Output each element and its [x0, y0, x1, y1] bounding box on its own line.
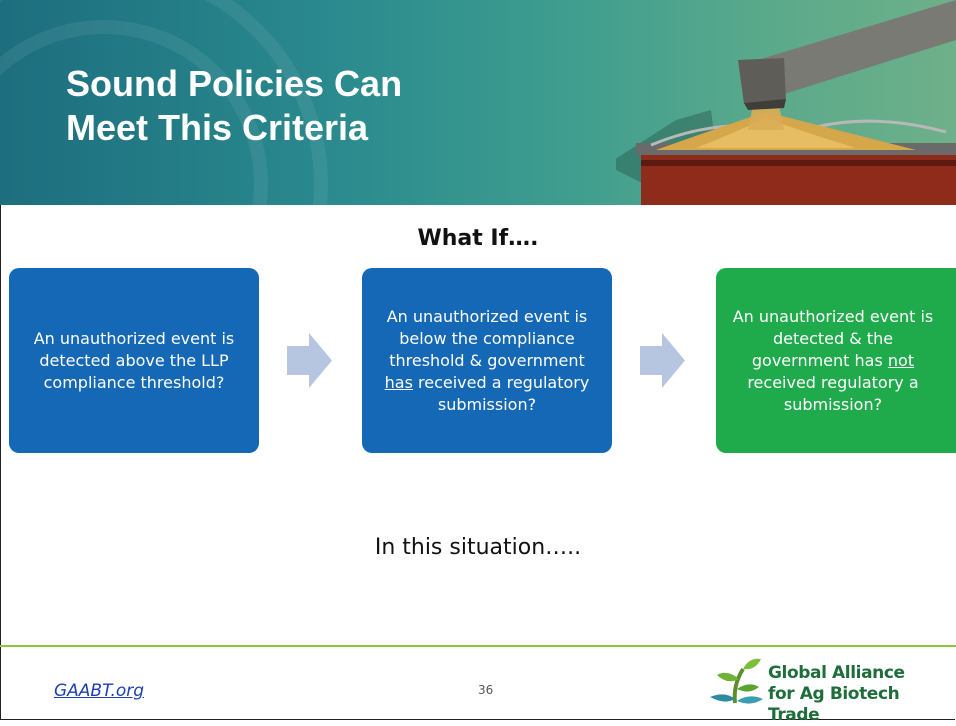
scenario-box-3: An unauthorized event is detected & the … — [716, 268, 956, 453]
scenario-box-2-text: An unauthorized event is below the compl… — [384, 306, 590, 414]
scenario-box-2: An unauthorized event is below the compl… — [362, 268, 612, 453]
gaabt-link[interactable]: GAABT.org — [54, 681, 145, 701]
title-line-2: Meet This Criteria — [66, 107, 369, 148]
grain-truck-image — [616, 0, 956, 205]
slide-title: Sound Policies Can Meet This Criteria — [66, 62, 526, 150]
logo-line-1: Global Alliance — [768, 663, 905, 683]
gaabt-logo-icon — [710, 658, 763, 704]
footer-divider — [0, 645, 956, 647]
scenario-box-1-text: An unauthorized event is detected above … — [33, 328, 235, 392]
what-if-heading: What If…. — [417, 226, 539, 251]
situation-text: In this situation….. — [374, 535, 582, 560]
title-line-1: Sound Policies Can — [66, 63, 403, 104]
arrow-right-icon — [287, 333, 332, 388]
slide-header: Sound Policies Can Meet This Criteria — [0, 0, 956, 205]
page-number: 36 — [478, 683, 494, 697]
logo-text: Global Alliance for Ag Biotech Trade — [768, 663, 956, 726]
logo-line-2: for Ag Biotech Trade — [768, 684, 900, 725]
arrow-right-icon — [640, 333, 685, 388]
scenario-box-1: An unauthorized event is detected above … — [9, 268, 259, 453]
scenario-box-3-text: An unauthorized event is detected & the … — [732, 306, 934, 414]
